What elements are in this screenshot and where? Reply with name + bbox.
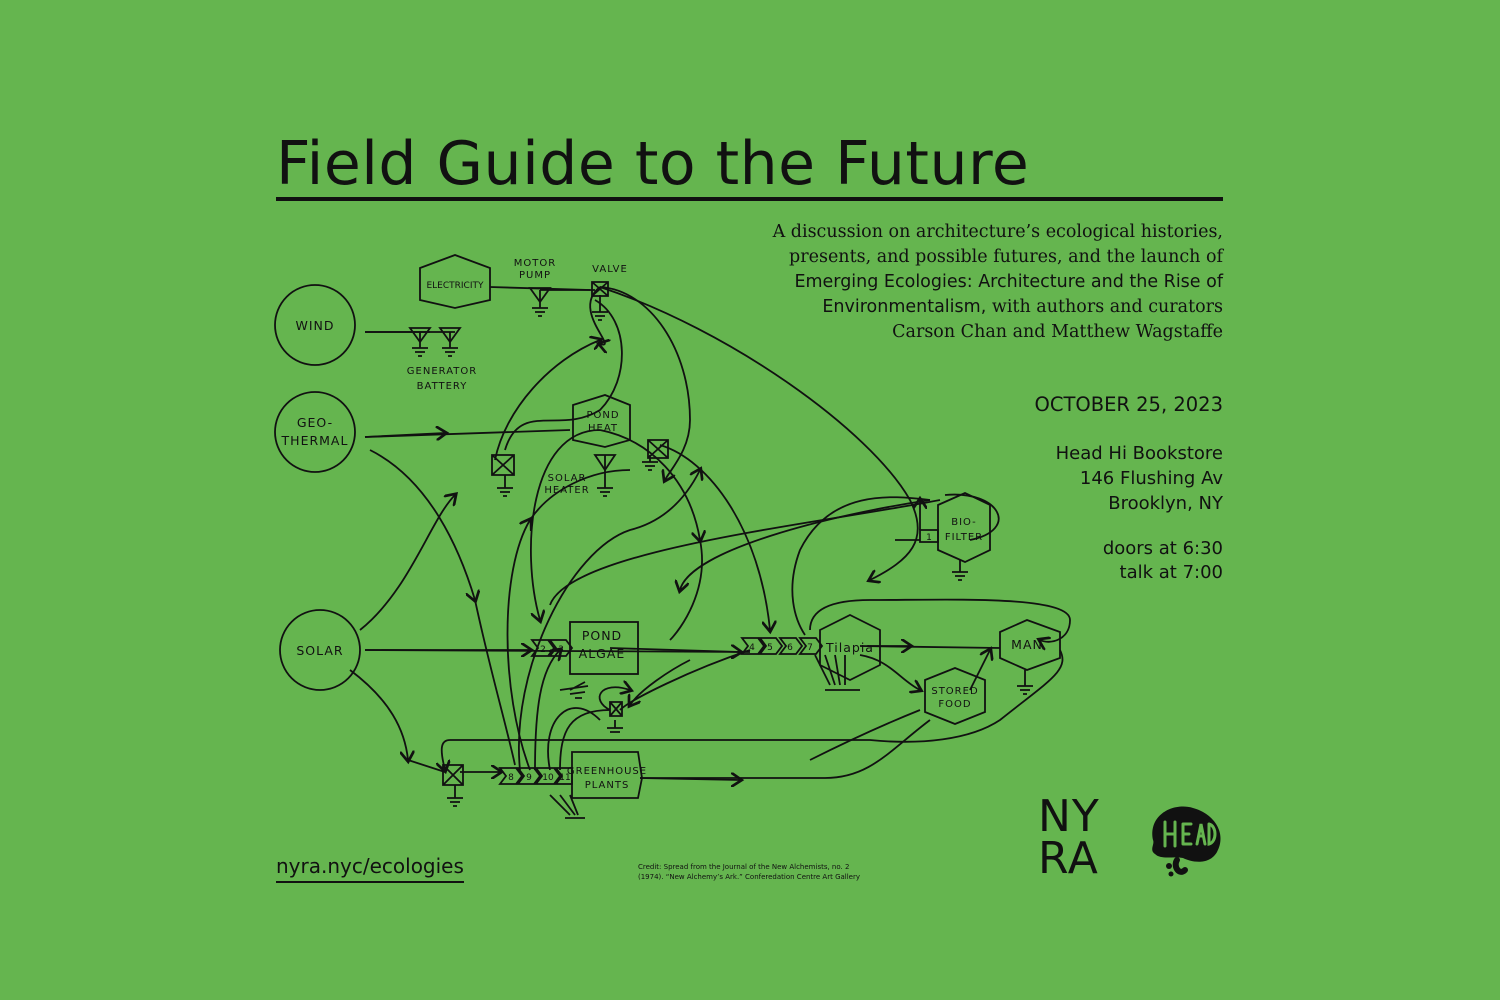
battery-symbol — [438, 327, 462, 344]
stored-food-label: STORED — [931, 686, 978, 697]
pond-algae-inputs: 2 3 — [530, 639, 574, 657]
motor-pump-label: PUMP — [519, 270, 551, 281]
motor-pump-label: MOTOR — [514, 258, 556, 269]
valve-label: VALVE — [592, 264, 628, 275]
flow-lines — [349, 286, 1071, 780]
stored-food-label: FOOD — [938, 699, 971, 710]
solar-label: SOLAR — [296, 643, 343, 658]
valve-number: 3 — [558, 645, 564, 655]
electricity-node: ELECTRICITY — [419, 254, 491, 309]
event-title: Field Guide to the Future — [276, 129, 1030, 199]
image-credit: Credit: Spread from the Journal of the N… — [638, 862, 908, 882]
venue-name: Head Hi Bookstore — [1055, 443, 1223, 464]
pond-algae-node: POND ALGAE — [569, 621, 639, 675]
solar-heater-label: HEATER — [544, 485, 589, 496]
description-line: A discussion on architecture’s ecologica… — [772, 222, 1223, 242]
biofilter-node: BIO- FILTER — [937, 492, 991, 563]
book-title-line: Environmentalism, — [822, 297, 987, 317]
biofilter-label: BIO- — [951, 517, 977, 528]
biofilter-label: FILTER — [945, 532, 983, 543]
man-label: MAN — [1011, 637, 1043, 652]
nyra-logo-line: RA — [1038, 833, 1099, 884]
valve-number: 4 — [749, 643, 755, 653]
venue-address: Head Hi Bookstore 146 Flushing Av Brookl… — [823, 441, 1223, 516]
greenhouse-inputs: 8 9 10 11 — [498, 767, 573, 785]
valve-number: 7 — [807, 643, 813, 653]
credit-line: (1974). “New Alchemy’s Ark.” Conferedati… — [638, 873, 861, 881]
solar-heater-label: SOLAR — [548, 473, 587, 484]
pond-heat-label: POND — [586, 410, 619, 421]
geothermal-label: THERMAL — [281, 433, 349, 448]
wind-node: WIND — [274, 284, 356, 366]
event-date: OCTOBER 25, 2023 — [1034, 393, 1223, 416]
venue-city: Brooklyn, NY — [1108, 493, 1223, 514]
valve-number: 1 — [926, 533, 932, 543]
valve-number: 10 — [542, 773, 554, 783]
talk-time: talk at 7:00 — [1119, 562, 1223, 583]
valve-symbols — [442, 281, 669, 786]
description-line: Environmentalism, with authors and curat… — [663, 295, 1223, 320]
pond-algae-label: ALGAE — [579, 646, 626, 661]
wind-label: WIND — [295, 318, 334, 333]
nyra-logo-line: NY — [1038, 791, 1100, 842]
event-times: doors at 6:30 talk at 7:00 — [823, 537, 1223, 585]
authors-line: Carson Chan and Matthew Wagstaffe — [892, 322, 1223, 342]
event-link[interactable]: nyra.nyc/ecologies — [276, 852, 464, 883]
valve-number: 6 — [787, 643, 793, 653]
solar-heater-symbol — [593, 454, 617, 472]
valve-number: 9 — [526, 773, 532, 783]
geothermal-node: GEO- THERMAL — [274, 391, 356, 473]
pond-heat-label: HEAT — [588, 423, 618, 434]
greenhouse-label: GREENHOUSE — [567, 766, 647, 777]
credit-line: Credit: Spread from the Journal of the N… — [638, 863, 850, 871]
greenhouse-label: PLANTS — [585, 780, 630, 791]
valve-number: 2 — [540, 645, 546, 655]
motor-pump-symbol — [528, 287, 552, 304]
stored-food-node: STORED FOOD — [924, 667, 986, 725]
description-text: with authors and curators — [991, 297, 1223, 317]
new-alchemy-ark-diagram: WIND GEO- THERMAL SOLAR ELECTRICITY MOTO… — [274, 254, 1071, 819]
valve-number: 11 — [559, 773, 570, 783]
generator-symbol — [408, 327, 432, 344]
solar-node: SOLAR — [279, 609, 361, 691]
head-hi-logo — [1152, 806, 1221, 877]
title-underline — [276, 197, 1223, 201]
tilapia-inputs: 4 5 6 7 — [740, 637, 824, 655]
man-node: MAN — [999, 619, 1061, 671]
book-title-line: Emerging Ecologies: Architecture and the… — [794, 272, 1223, 292]
description-line: presents, and possible futures, and the … — [789, 247, 1223, 267]
geothermal-label: GEO- — [297, 415, 333, 430]
event-description: A discussion on architecture’s ecologica… — [663, 220, 1223, 345]
greenhouse-plants-node: GREENHOUSE PLANTS — [567, 751, 647, 799]
tilapia-label: Tilapia — [825, 640, 874, 655]
generator-label: GENERATOR — [407, 366, 477, 377]
battery-label: BATTERY — [417, 381, 468, 392]
pond-heat-node: POND HEAT — [572, 394, 631, 448]
tilapia-node: Tilapia — [819, 613, 881, 682]
venue-street: 146 Flushing Av — [1079, 468, 1223, 489]
doors-time: doors at 6:30 — [1102, 538, 1223, 559]
valve-number: 5 — [767, 643, 773, 653]
biofilter-valve-1: 1 — [919, 529, 939, 543]
pond-algae-label: POND — [582, 628, 622, 643]
valve-number: 8 — [508, 773, 514, 783]
electricity-label: ELECTRICITY — [426, 281, 484, 291]
nyra-logo: NY RA — [1038, 791, 1100, 884]
